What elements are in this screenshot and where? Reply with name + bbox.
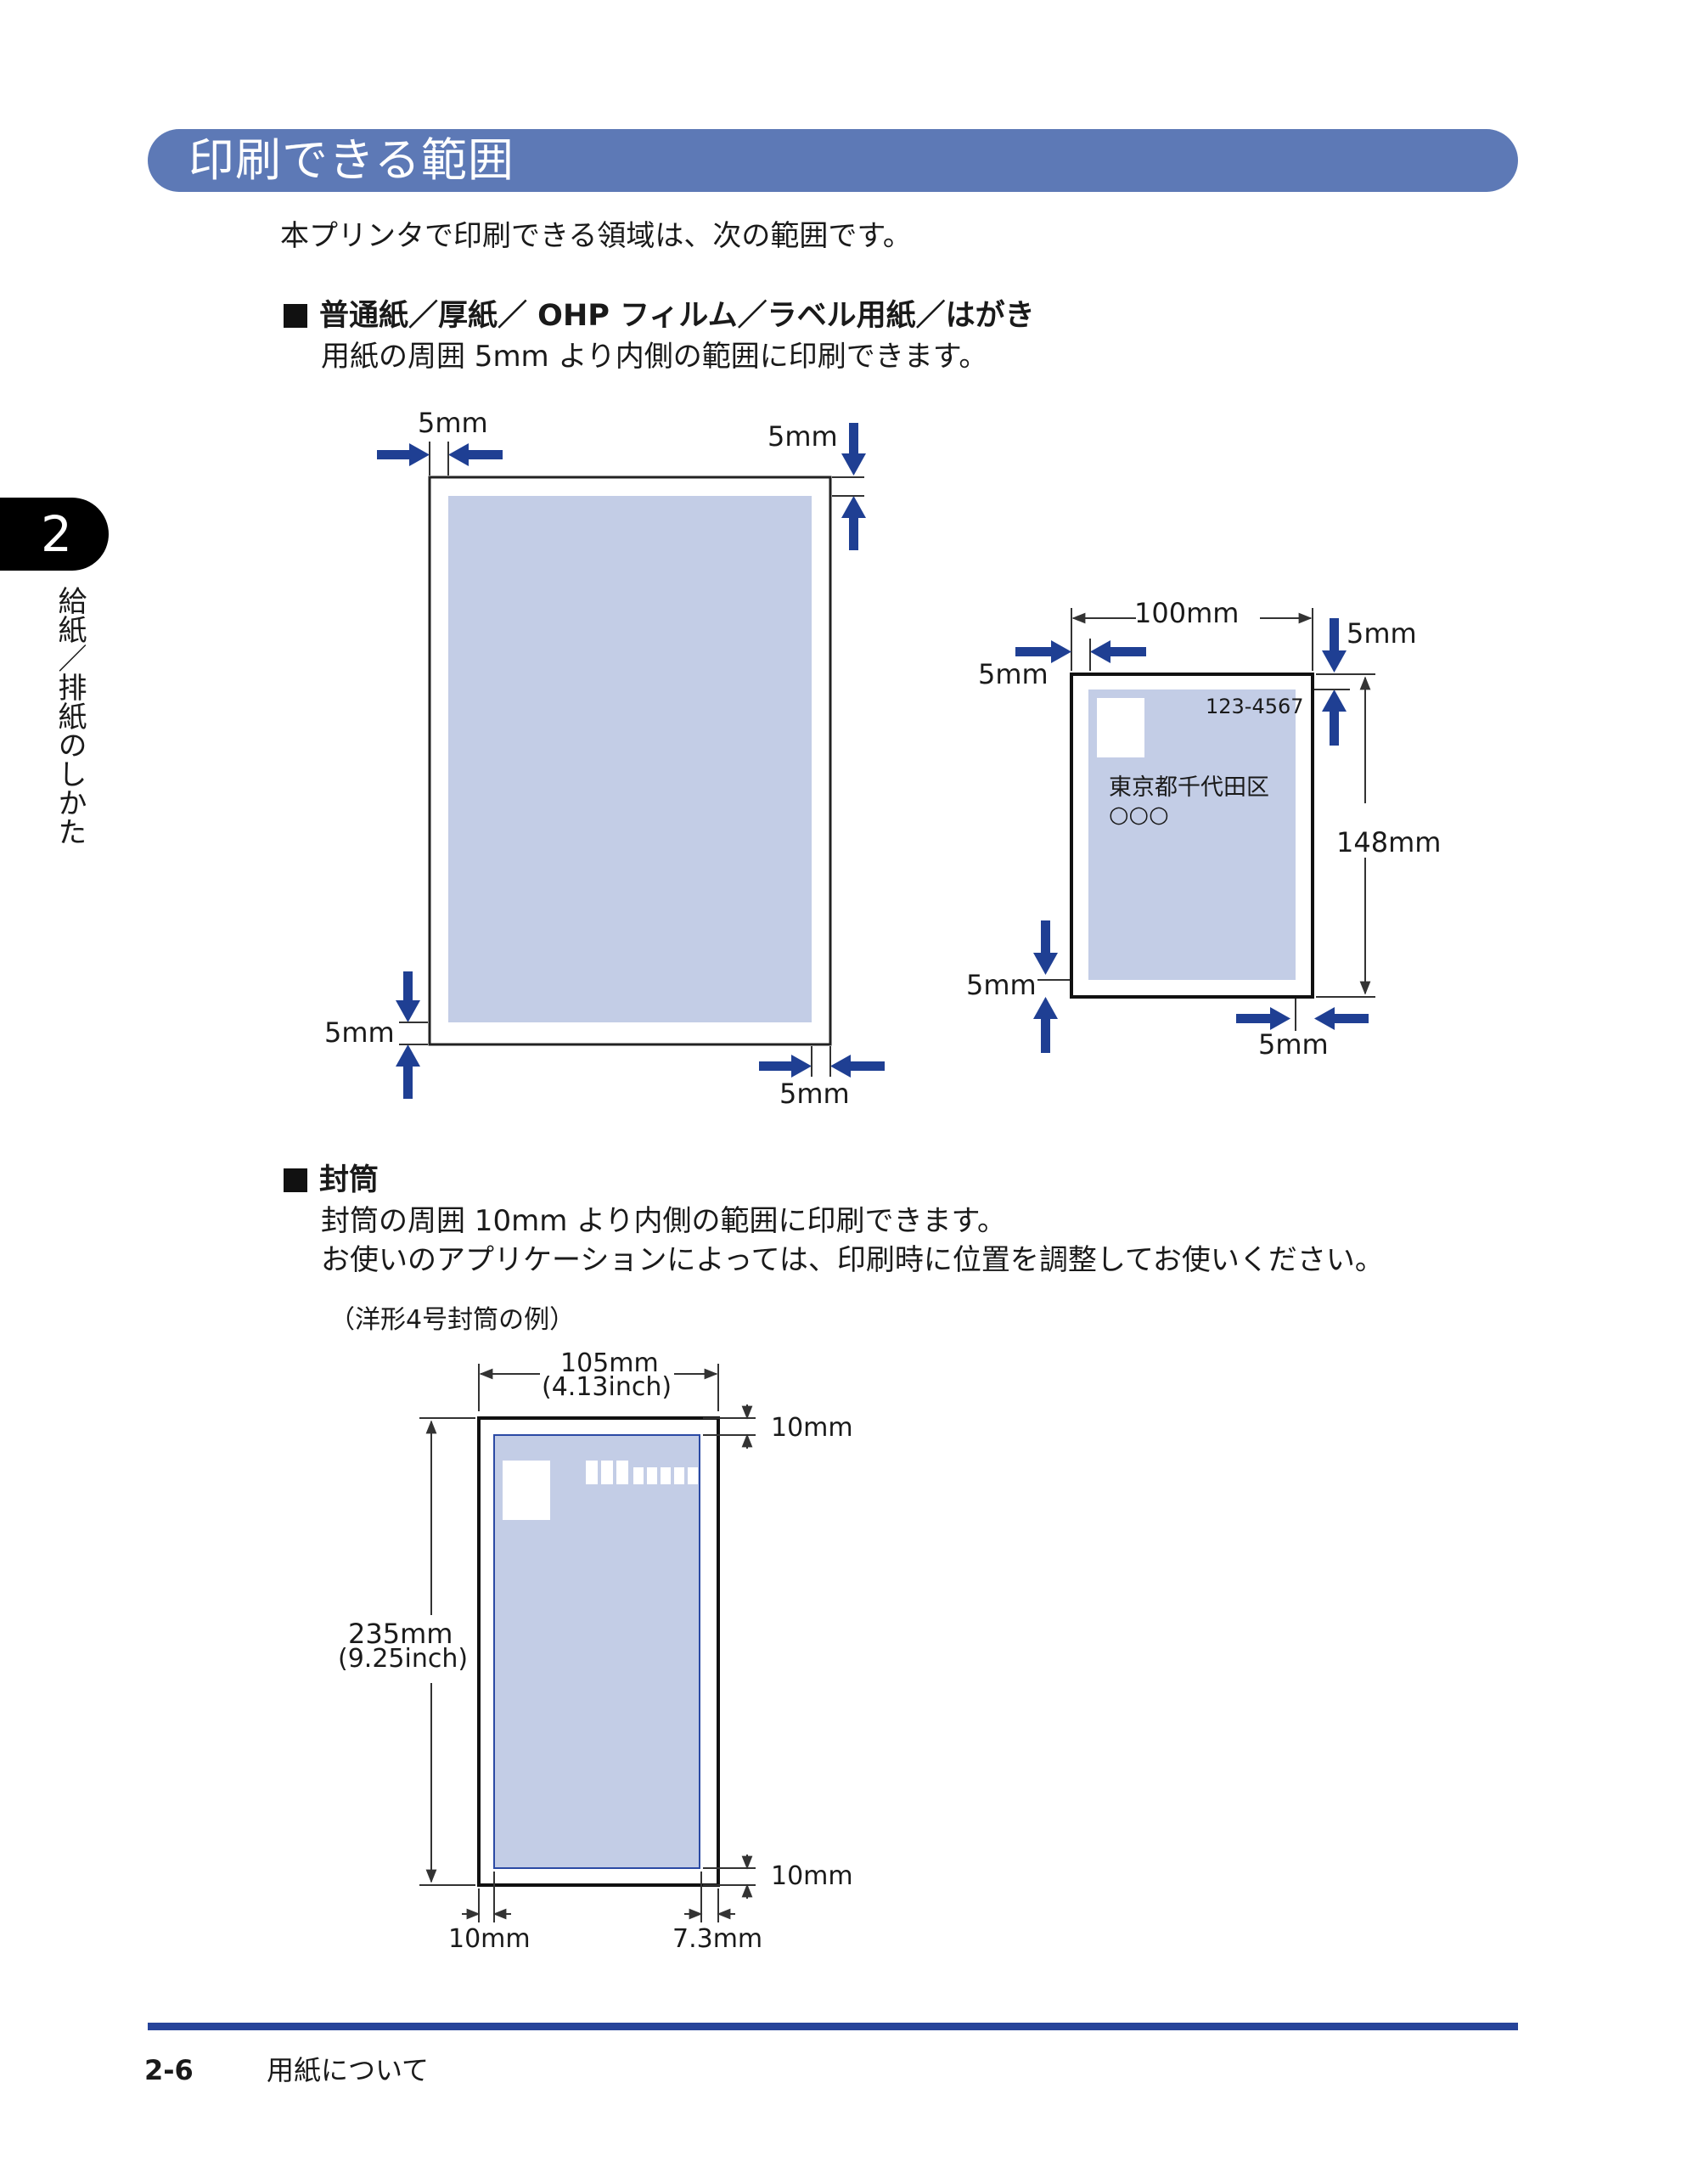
square-bullet-icon: [284, 1168, 307, 1192]
postcard-diagram: [1015, 608, 1375, 1053]
envelope-height-inch-label: (9.25inch): [338, 1644, 469, 1674]
arrow-icon: [377, 443, 503, 466]
plain-paper-margin-bottom-left-label: 5mm: [324, 1016, 395, 1049]
envelope-heading-text: 封筒: [319, 1163, 380, 1197]
envelope-heading: 封筒: [284, 1162, 379, 1199]
plain-paper-margin-top-left-label: 5mm: [418, 407, 488, 439]
envelope-height-label: 235mm: [348, 1618, 453, 1650]
section-title: 印刷できる範囲: [188, 133, 514, 187]
envelope-margin-bottom-label: 10mm: [771, 1861, 853, 1891]
arrow-icon: [841, 423, 866, 550]
plain-paper-margin-bottom-right-label: 5mm: [779, 1078, 850, 1110]
footer-rule: [148, 2023, 1518, 2030]
envelope-caption: （洋形4号封筒の例）: [329, 1305, 576, 1335]
chapter-tab: 2: [0, 498, 109, 571]
arrow-icon: [1322, 618, 1347, 746]
postal-code-boxes: [586, 1461, 698, 1484]
page-number: 2-6: [144, 2054, 194, 2086]
chapter-number: 2: [41, 505, 72, 563]
plain-paper-text: 用紙の周囲 5mm より内側の範囲に印刷できます。: [321, 340, 988, 374]
envelope-text-1: 封筒の周囲 10mm より内側の範囲に印刷できます。: [321, 1204, 1007, 1238]
stamp-box: [1097, 698, 1144, 757]
plain-paper-margin-top-right-label: 5mm: [767, 420, 838, 453]
envelope-margin-top-label: 10mm: [771, 1413, 853, 1443]
arrow-icon: [1015, 640, 1146, 663]
envelope-diagram: [419, 1364, 756, 1922]
postcard-address: 東京都千代田区: [1109, 774, 1269, 801]
envelope-margin-left-label: 10mm: [448, 1924, 531, 1954]
postcard-recipient-name: ○○○: [1109, 802, 1169, 828]
stamp-box: [503, 1461, 550, 1520]
postcard-width-label: 100mm: [1134, 597, 1240, 629]
plain-paper-heading-text: 普通紙／厚紙／ OHP フィルム／ラベル用紙／はがき: [319, 299, 1035, 333]
arrow-icon: [1236, 1007, 1369, 1030]
plain-paper-heading: 普通紙／厚紙／ OHP フィルム／ラベル用紙／はがき: [284, 297, 1035, 335]
envelope-text-2: お使いのアプリケーションによっては、印刷時に位置を調整してお使いください。: [321, 1243, 1384, 1277]
arrow-icon: [759, 1055, 885, 1078]
intro-text: 本プリンタで印刷できる領域は、次の範囲です。: [280, 219, 912, 253]
postcard-postal-code: 123-4567: [1206, 695, 1304, 718]
arrow-icon: [1033, 920, 1058, 1053]
square-bullet-icon: [284, 304, 307, 328]
plain-paper-print-area: [448, 496, 812, 1022]
postcard-margin-bottom-right-label: 5mm: [1258, 1028, 1329, 1061]
section-title-banner: 印刷できる範囲: [148, 129, 1518, 192]
postcard-margin-bottom-left-label: 5mm: [966, 969, 1037, 1001]
footer-section-title: 用紙について: [267, 2054, 430, 2086]
postcard-margin-top-right-label: 5mm: [1347, 617, 1417, 650]
envelope-margin-right-label: 7.3mm: [672, 1924, 763, 1954]
arrow-icon: [396, 971, 420, 1099]
chapter-title: 給紙／排紙のしかた: [53, 586, 87, 846]
envelope-width-label: 105mm: [560, 1348, 659, 1378]
plain-paper-diagram: [377, 423, 885, 1099]
postcard-height-label: 148mm: [1336, 826, 1442, 858]
postcard-margin-top-left-label: 5mm: [978, 658, 1049, 690]
envelope-width-inch-label: (4.13inch): [542, 1372, 672, 1402]
